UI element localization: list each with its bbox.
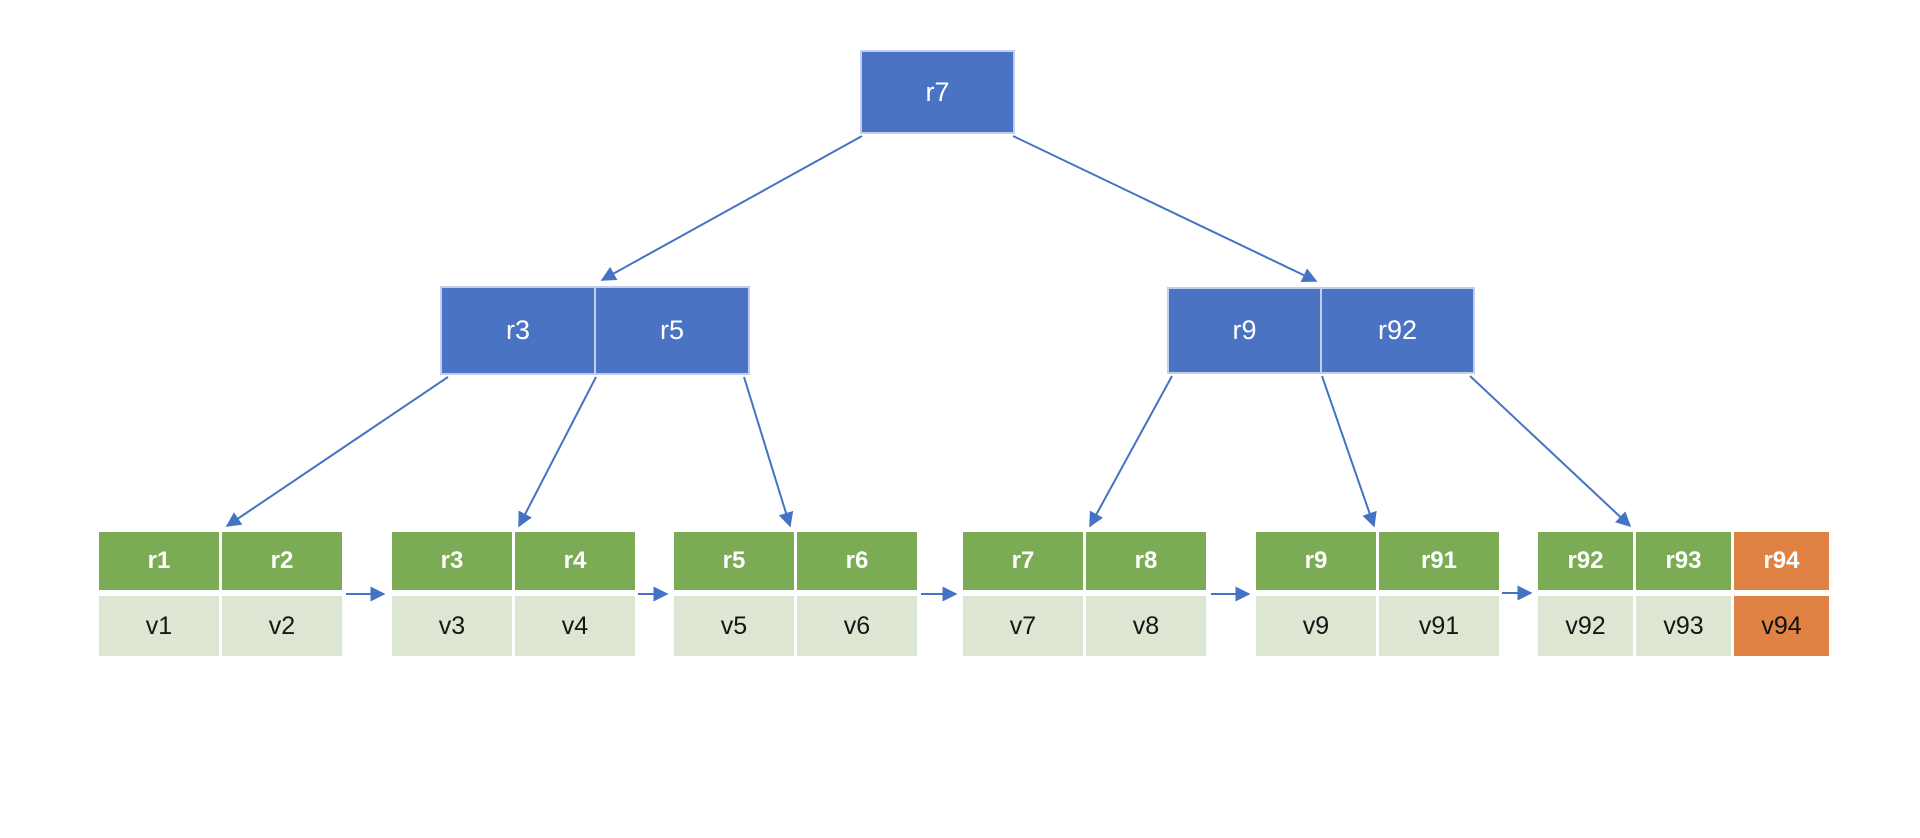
- leaf-value-cell: v93: [1636, 596, 1731, 656]
- leaf-key-cell: r3: [392, 532, 512, 590]
- leaf-node-4: r7 r8 v7 v8: [963, 532, 1206, 656]
- leaf-value-cell: v91: [1379, 596, 1499, 656]
- leaf-value-cell: v9: [1256, 596, 1376, 656]
- leaf-value-cell: v92: [1538, 596, 1633, 656]
- internal-node-left: r3 r5: [440, 286, 750, 375]
- leaf-node-5: r9 r91 v9 v91: [1256, 532, 1499, 656]
- root-to-internal-edges: [600, 135, 1318, 282]
- leaf-node-3: r5 r6 v5 v6: [674, 532, 917, 656]
- leaf-value-cell: v4: [515, 596, 635, 656]
- leaf-key-cell: r1: [99, 532, 219, 590]
- leaf-value-cell: v2: [222, 596, 342, 656]
- leaf-key-cell: r8: [1086, 532, 1206, 590]
- root-node: r7: [860, 50, 1015, 134]
- leaf-value-cell: v5: [674, 596, 794, 656]
- leaf-key-cell-highlighted: r94: [1734, 532, 1829, 590]
- leaf-key-cell: r92: [1538, 532, 1633, 590]
- leaf-key-cell: r91: [1379, 532, 1499, 590]
- leaf-node-2: r3 r4 v3 v4: [392, 532, 635, 656]
- internal-node-right: r9 r92: [1167, 287, 1475, 374]
- leaf-key-cell: r5: [674, 532, 794, 590]
- internal-key-cell: r3: [442, 288, 594, 373]
- leaf-value-cell: v8: [1086, 596, 1206, 656]
- internal-key-cell: r92: [1322, 289, 1473, 372]
- leaf-value-cell: v1: [99, 596, 219, 656]
- leaf-key-cell: r9: [1256, 532, 1376, 590]
- leaf-key-cell: r6: [797, 532, 917, 590]
- leaf-key-cell: r93: [1636, 532, 1731, 590]
- leaf-key-cell: r4: [515, 532, 635, 590]
- leaf-node-1: r1 r2 v1 v2: [99, 532, 342, 656]
- internal-key-cell: r9: [1169, 289, 1320, 372]
- internal-key-cell: r5: [596, 288, 748, 373]
- root-key-cell: r7: [862, 52, 1013, 132]
- leaf-value-cell-highlighted: v94: [1734, 596, 1829, 656]
- leaf-value-cell: v3: [392, 596, 512, 656]
- internal-to-leaf-edges: [225, 375, 1632, 528]
- leaf-node-6: r92 r93 r94 v92 v93 v94: [1538, 532, 1829, 656]
- leaf-value-cell: v6: [797, 596, 917, 656]
- leaf-key-cell: r7: [963, 532, 1083, 590]
- leaf-key-cell: r2: [222, 532, 342, 590]
- leaf-value-cell: v7: [963, 596, 1083, 656]
